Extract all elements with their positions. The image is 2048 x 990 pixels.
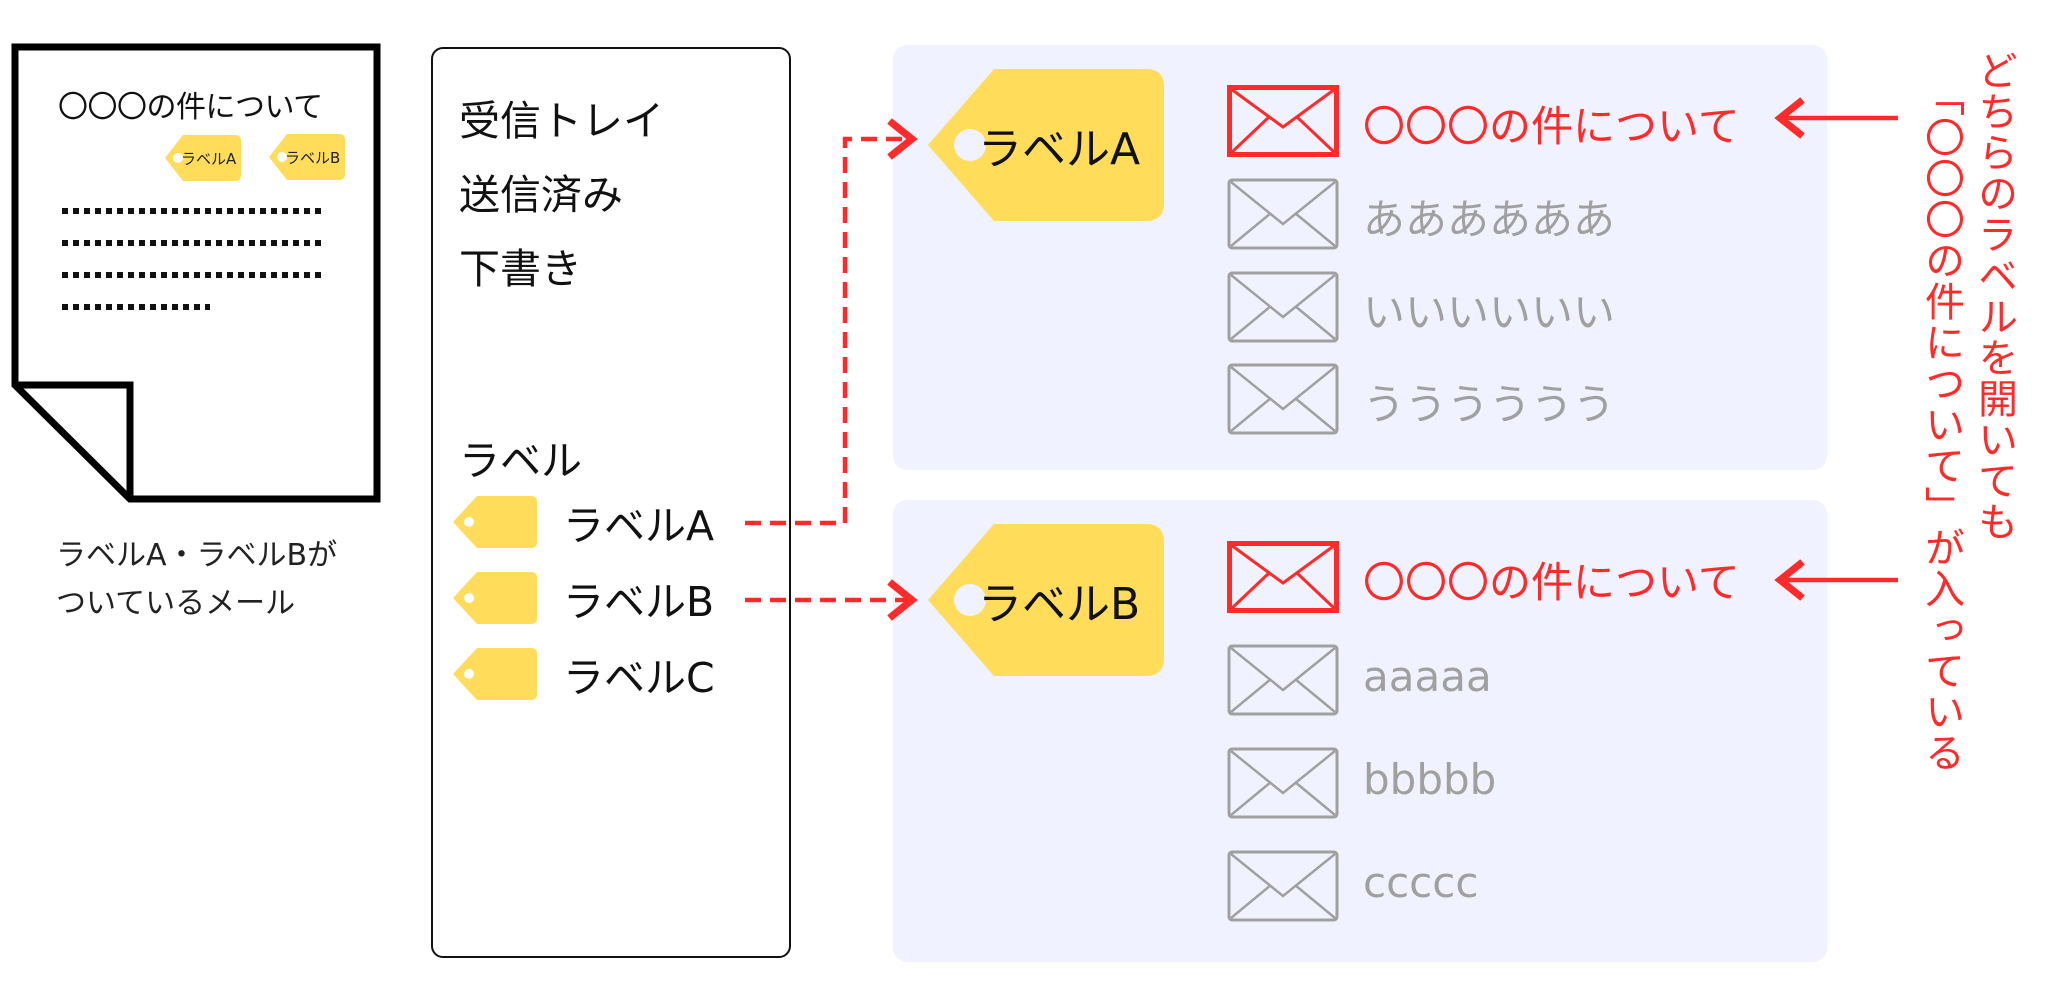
annotation-line-1: どちらのラベルを開いても bbox=[1971, 50, 2017, 542]
caption-line: ラベルA・ラベルBが bbox=[56, 538, 338, 573]
sidebar-label-text: ラベルA bbox=[563, 502, 715, 550]
label-b-tag-text: ラベルB bbox=[978, 579, 1141, 630]
label-a-panel: ラベルA 〇〇〇の件について ああああああ いいいいいい bbox=[893, 45, 1827, 470]
envelope-icon bbox=[1227, 541, 1339, 613]
label-b-panel: ラベルB 〇〇〇の件について aaaaa bbbbb bbox=[893, 500, 1827, 962]
mail-document-illustration bbox=[11, 43, 381, 503]
sidebar-label-a[interactable]: ラベルA bbox=[451, 492, 771, 552]
mail-subject: bbbbb bbox=[1363, 755, 1497, 804]
document-tag-label: ラベルA bbox=[181, 150, 237, 168]
label-a-tag: ラベルA bbox=[926, 67, 1166, 223]
envelope-icon bbox=[1227, 644, 1339, 716]
envelope-icon bbox=[1227, 271, 1339, 343]
tag-icon bbox=[453, 572, 537, 624]
tag-icon bbox=[269, 134, 345, 180]
folder-inbox[interactable]: 受信トレイ bbox=[459, 97, 664, 145]
caption-line: ついているメール bbox=[56, 586, 296, 621]
mail-subject: aaaaa bbox=[1363, 652, 1492, 701]
mail-item[interactable]: aaaaa bbox=[1227, 644, 1787, 716]
mail-item[interactable]: bbbbb bbox=[1227, 747, 1787, 819]
sidebar-label-c[interactable]: ラベルC bbox=[451, 644, 771, 704]
mail-subject: 〇〇〇の件について bbox=[1363, 102, 1740, 151]
mail-item[interactable]: 〇〇〇の件について bbox=[1227, 85, 1787, 157]
label-a-tag-text: ラベルA bbox=[978, 124, 1141, 175]
mail-subject: いいいいいい bbox=[1363, 288, 1616, 337]
mail-subject: 〇〇〇の件について bbox=[1363, 558, 1740, 607]
document-tag-label: ラベルB bbox=[285, 149, 341, 167]
envelope-icon bbox=[1227, 85, 1339, 157]
envelope-icon bbox=[1227, 850, 1339, 922]
mail-subject: うううううう bbox=[1363, 380, 1616, 429]
folder-sent[interactable]: 送信済み bbox=[459, 171, 623, 219]
document-tag-b: ラベルB bbox=[267, 132, 347, 182]
mail-item[interactable]: 〇〇〇の件について bbox=[1227, 541, 1787, 613]
labels-heading: ラベル bbox=[459, 437, 582, 485]
envelope-icon bbox=[1227, 178, 1339, 250]
document-folded-corner bbox=[15, 381, 134, 499]
mail-item[interactable]: うううううう bbox=[1227, 363, 1787, 435]
sidebar-label-text: ラベルB bbox=[563, 578, 715, 626]
tag-icon bbox=[453, 648, 537, 700]
document-tag-a: ラベルA bbox=[163, 133, 243, 183]
folder-drafts[interactable]: 下書き bbox=[459, 245, 582, 293]
mail-item[interactable]: ああああああ bbox=[1227, 178, 1787, 250]
tag-icon bbox=[928, 524, 1164, 676]
mail-subject: ああああああ bbox=[1363, 195, 1616, 244]
tag-icon bbox=[928, 69, 1164, 221]
mail-item[interactable]: いいいいいい bbox=[1227, 271, 1787, 343]
sidebar-label-b[interactable]: ラベルB bbox=[451, 568, 771, 628]
envelope-icon bbox=[1227, 363, 1339, 435]
mail-subject: ccccc bbox=[1363, 858, 1479, 907]
label-b-tag: ラベルB bbox=[926, 522, 1166, 678]
sidebar-label-text: ラベルC bbox=[563, 654, 715, 702]
mail-item[interactable]: ccccc bbox=[1227, 850, 1787, 922]
envelope-icon bbox=[1227, 747, 1339, 819]
document-subject: 〇〇〇の件について bbox=[58, 90, 323, 125]
mail-sidebar: 受信トレイ 送信済み 下書き ラベル ラベルA ラベルB ラベルC bbox=[431, 47, 791, 958]
annotation-line-2: 「〇〇〇の件について」が入っている bbox=[1918, 76, 1964, 773]
document-caption: ラベルA・ラベルBが ついているメール bbox=[56, 532, 337, 628]
document-body-placeholder-lines bbox=[62, 208, 326, 310]
tag-icon bbox=[165, 135, 241, 181]
tag-icon bbox=[453, 496, 537, 548]
